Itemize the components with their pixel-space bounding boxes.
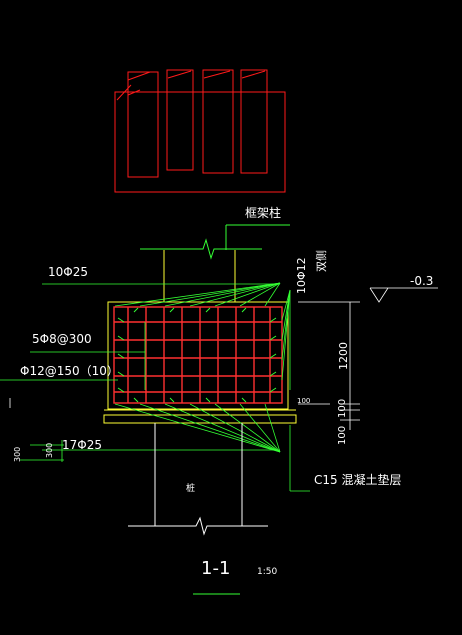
height-100a-label: 100	[337, 398, 348, 418]
left-300a-label: 300	[13, 446, 22, 462]
height-100b-label: 100	[337, 425, 348, 445]
pile-label: 桩	[186, 484, 196, 494]
leader-lines	[0, 282, 310, 492]
plan-detail	[114, 69, 286, 193]
bottom-bars-label: 17Φ25	[62, 438, 102, 452]
cover-100-label: 100	[297, 397, 311, 405]
frame-column	[163, 250, 236, 302]
section-title: 1-1	[201, 558, 231, 579]
height-main-label: 1200	[337, 342, 350, 370]
frame-column-label: 框架柱	[245, 206, 282, 220]
cushion-label: C15 混凝土垫层	[314, 473, 402, 487]
scale-label: 1:50	[257, 567, 278, 577]
stirrups-v-label: 5Φ8@300	[32, 332, 92, 346]
elevation-label: -0.3	[410, 274, 434, 288]
left-300b-label: 300	[45, 442, 54, 458]
column-break-line	[140, 224, 290, 260]
rebar-cage	[113, 306, 283, 404]
top-bars-label: 10Φ25	[48, 265, 88, 279]
dimension-lines	[9, 287, 438, 430]
pile	[128, 423, 268, 536]
side-note-label: 双侧	[315, 250, 328, 272]
rebar-hooks	[117, 307, 277, 403]
stirrups-h-label: Φ12@150（10）	[20, 364, 119, 378]
side-bars-label: 10Φ12	[295, 257, 308, 294]
plan-outline	[114, 91, 286, 193]
